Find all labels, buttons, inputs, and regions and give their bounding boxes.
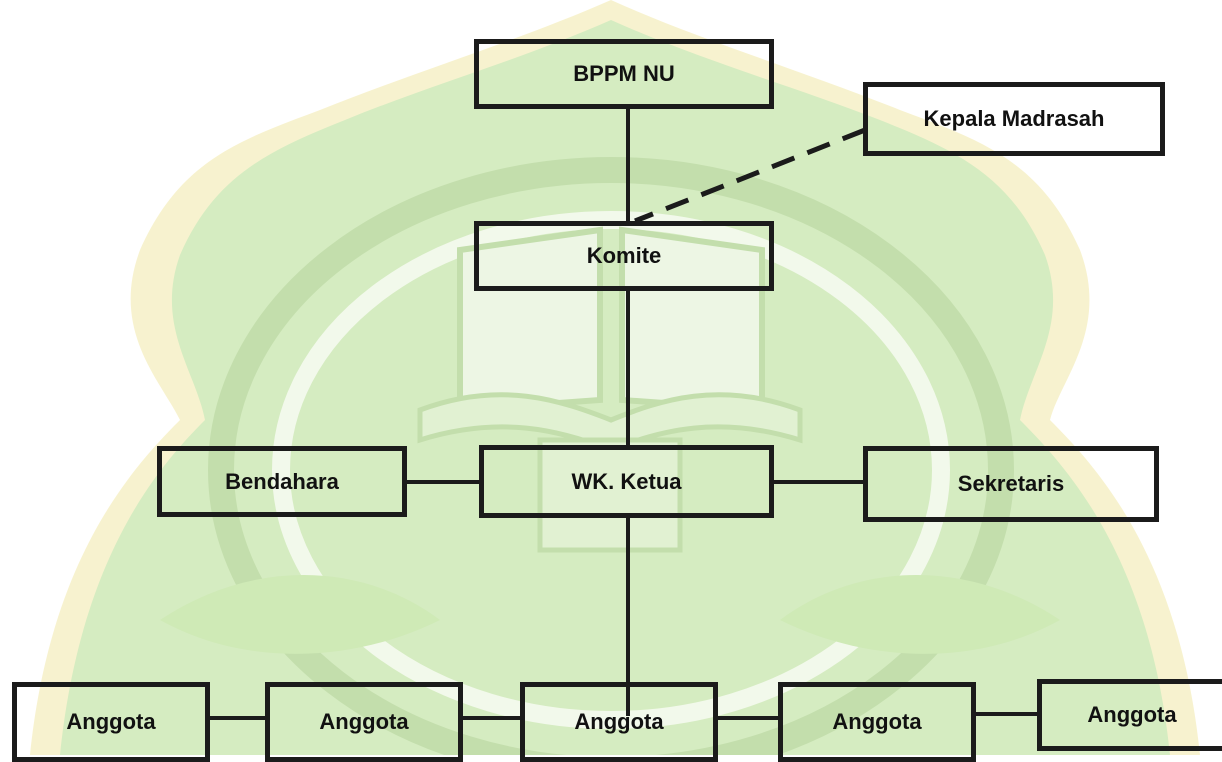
node-anggota-3: Anggota xyxy=(520,682,718,762)
node-anggota-2-label: Anggota xyxy=(319,709,409,734)
watermark-leaf-left xyxy=(160,575,440,654)
node-anggota-5-label: Anggota xyxy=(1087,702,1177,727)
watermark-inner-ring-2 xyxy=(272,211,950,729)
node-bppm-nu: BPPM NU xyxy=(474,39,774,109)
node-anggota-2: Anggota xyxy=(265,682,463,762)
node-anggota-3-label: Anggota xyxy=(574,709,664,734)
connector-kepala-komite xyxy=(634,127,866,224)
watermark-green-shield xyxy=(60,20,1170,755)
node-kepala-madrasah-label: Kepala Madrasah xyxy=(923,106,1105,131)
node-anggota-4: Anggota xyxy=(778,682,976,762)
node-bppm-nu-label: BPPM NU xyxy=(573,61,675,86)
watermark-book-base xyxy=(417,392,803,453)
watermark-leaf-right xyxy=(780,575,1060,654)
node-wk-ketua-label: WK. Ketua xyxy=(571,468,682,494)
node-sekretaris-label: Sekretaris xyxy=(957,471,1065,496)
node-wk-ketua: WK. Ketua xyxy=(479,445,774,518)
node-komite: Komite xyxy=(474,221,774,291)
node-sekretaris: Sekretaris xyxy=(863,446,1159,522)
node-bendahara: Bendahara xyxy=(157,446,407,517)
node-anggota-1: Anggota xyxy=(12,682,210,762)
watermark-pillar xyxy=(537,437,683,553)
node-bendahara-label: Bendahara xyxy=(225,468,339,494)
node-kepala-madrasah: Kepala Madrasah xyxy=(863,82,1165,156)
node-anggota-4-label: Anggota xyxy=(832,709,922,734)
node-anggota-1-label: Anggota xyxy=(66,709,156,734)
watermark-inner-ring xyxy=(208,157,1014,755)
node-komite-label: Komite xyxy=(586,243,662,268)
node-anggota-5: Anggota xyxy=(1037,679,1222,751)
